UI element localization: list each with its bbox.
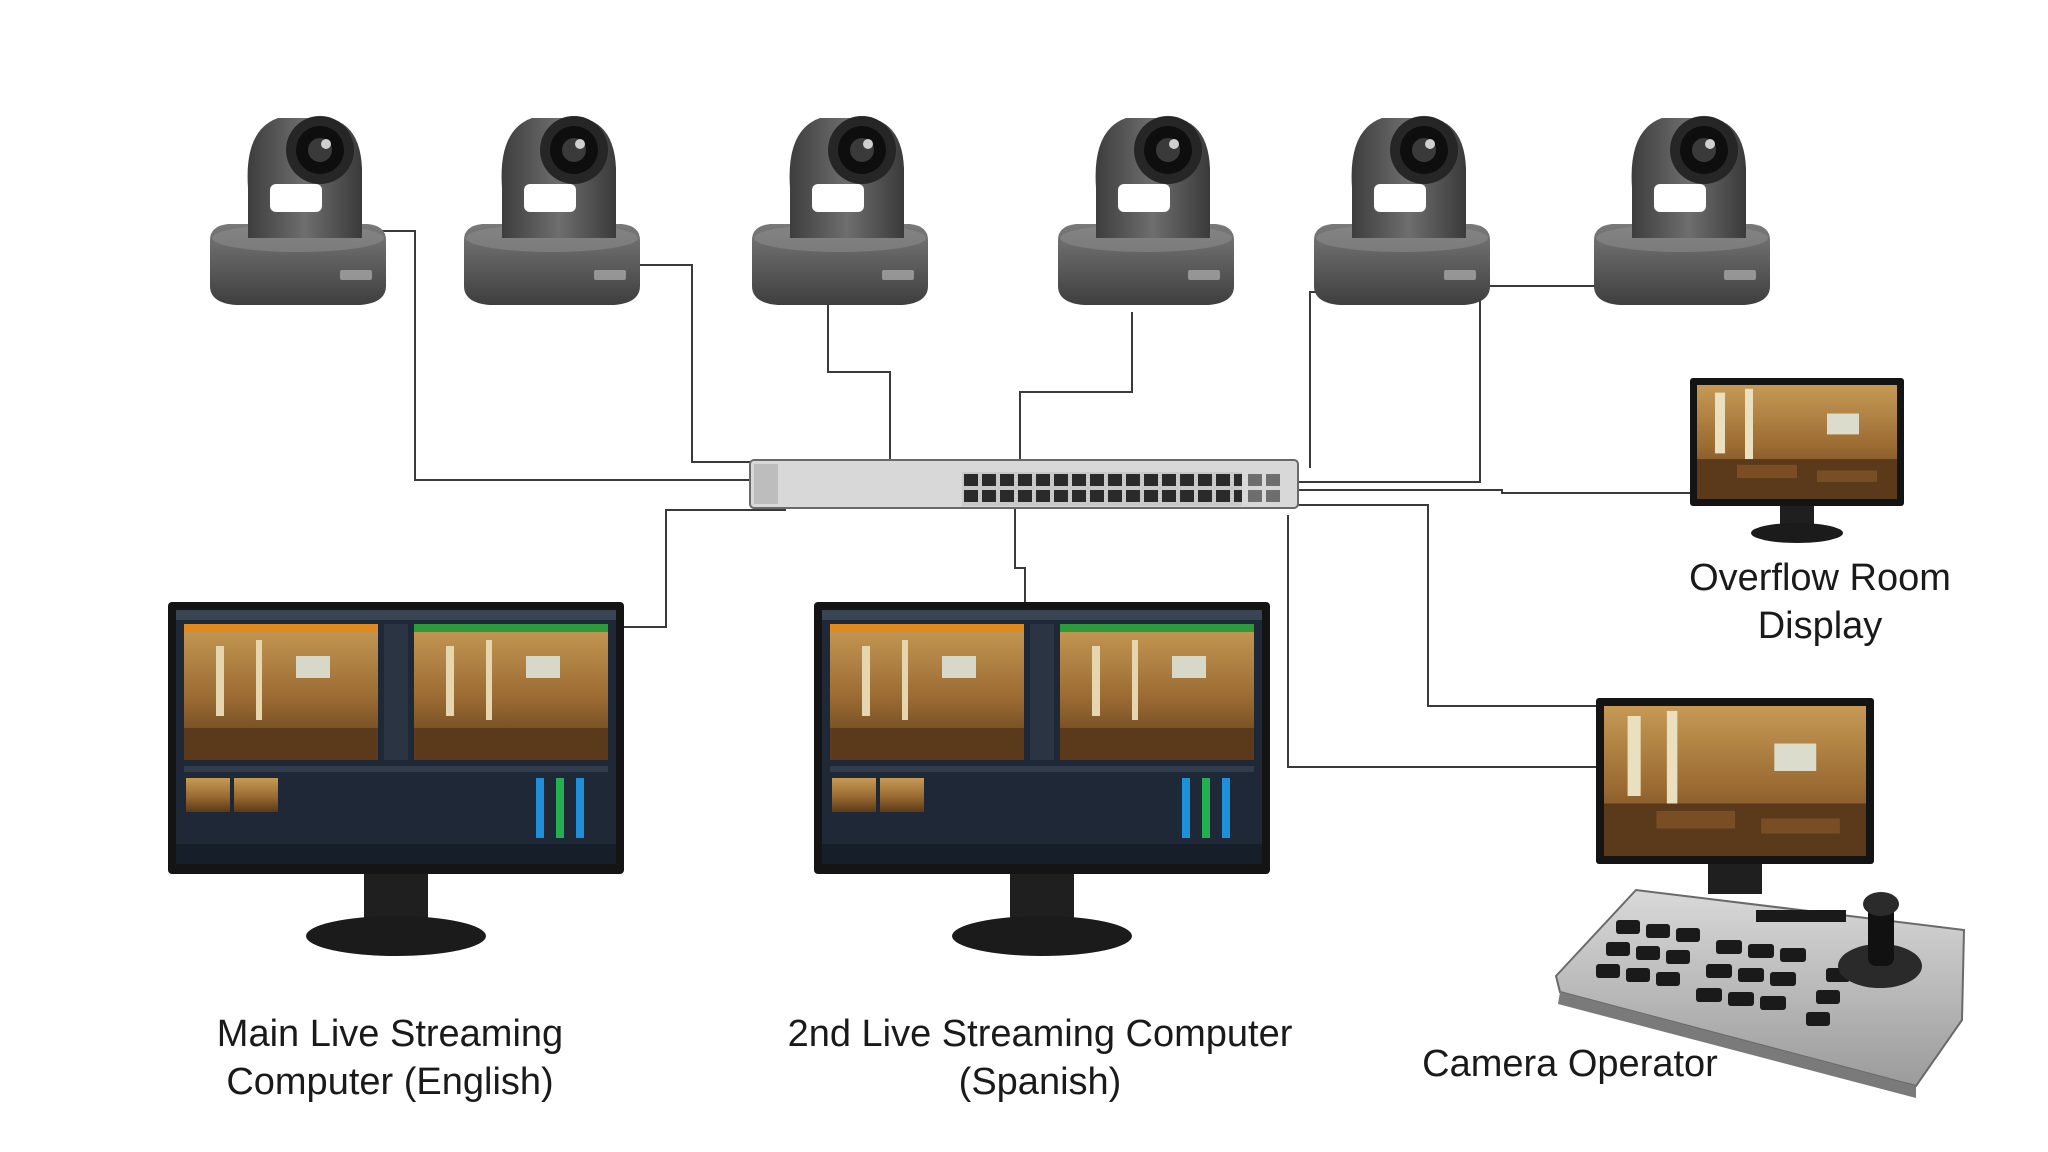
- overflow-display-label-line1: Overflow Room: [1689, 557, 1951, 599]
- camera-4: [1058, 116, 1234, 305]
- camera-1: [210, 116, 386, 305]
- operator-monitor: [1596, 698, 1874, 894]
- cable-main-computer: [624, 509, 786, 628]
- overflow-display-label: Overflow Room Display: [1660, 554, 1980, 650]
- cable-second-computer: [1014, 500, 1026, 606]
- main-computer-label-line2: Computer (English): [226, 1061, 554, 1103]
- second-computer-label-line1: 2nd Live Streaming Computer: [787, 1013, 1293, 1055]
- second-streaming-computer-monitor: [814, 602, 1270, 956]
- second-computer-label-line2: (Spanish): [958, 1061, 1122, 1103]
- cable-camera-5: [1309, 291, 1390, 468]
- overflow-room-display: [1690, 378, 1904, 543]
- cable-camera-4: [1019, 312, 1133, 468]
- main-computer-label-line1: Main Live Streaming: [216, 1013, 564, 1055]
- network-switch-icon: [749, 459, 1299, 509]
- main-computer-label: Main Live Streaming Computer (English): [190, 1010, 590, 1106]
- cable-camera-3: [827, 280, 891, 468]
- camera-6: [1594, 116, 1770, 305]
- cable-camera-6: [1298, 285, 1652, 483]
- camera-2: [464, 116, 640, 305]
- network-cables: [370, 230, 1692, 768]
- cable-overflow-display: [1298, 489, 1692, 494]
- cable-camera-2: [628, 264, 752, 463]
- camera-5: [1314, 116, 1490, 305]
- ptz-joystick-controller-icon: [1554, 888, 1966, 1098]
- main-streaming-computer-monitor: [168, 602, 624, 956]
- cable-camera-1: [370, 230, 752, 481]
- second-computer-label: 2nd Live Streaming Computer (Spanish): [760, 1010, 1320, 1106]
- camera-operator-label: Camera Operator: [1390, 1040, 1750, 1088]
- camera-3: [752, 116, 928, 305]
- overflow-display-label-line2: Display: [1757, 605, 1883, 647]
- cable-operator-return: [1287, 515, 1596, 768]
- cable-camera-operator: [1298, 504, 1596, 707]
- camera-operator-label-line1: Camera Operator: [1422, 1043, 1718, 1085]
- camera-operator-station: [1554, 698, 1966, 1098]
